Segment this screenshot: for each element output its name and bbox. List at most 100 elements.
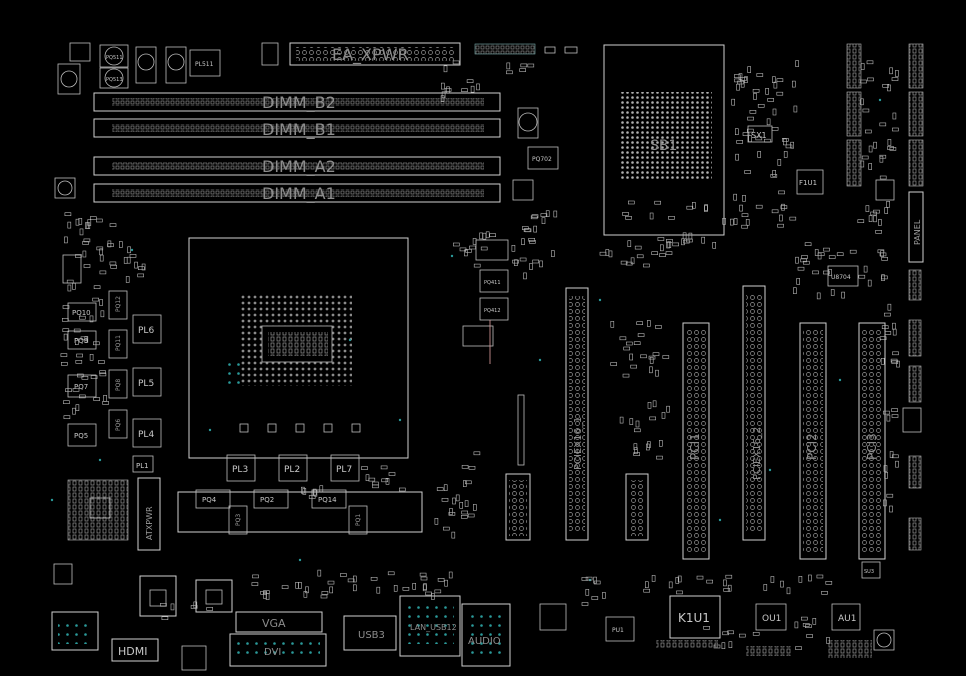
chip-ou1	[755, 603, 787, 631]
passive-part	[643, 588, 651, 593]
passive-part	[530, 215, 538, 220]
passive-part	[738, 73, 743, 80]
passive-part	[686, 205, 694, 210]
passive-part	[436, 487, 444, 491]
passive-part	[733, 193, 738, 201]
passive-part	[866, 60, 874, 65]
passive-part	[881, 325, 889, 330]
passive-part	[75, 254, 82, 258]
passive-part	[521, 226, 529, 230]
passive-part	[110, 264, 117, 269]
passive-part	[889, 505, 893, 513]
inductor-pl6	[132, 314, 162, 344]
svg-text:PQ14: PQ14	[318, 496, 337, 504]
svg-text:K1U1: K1U1	[678, 611, 710, 625]
passive-part	[581, 602, 589, 606]
passive-part	[533, 225, 538, 233]
slot-pci3[interactable]	[858, 322, 886, 560]
passive-part	[828, 255, 836, 259]
passive-part	[441, 497, 449, 502]
svg-text:PCI2: PCI2	[805, 433, 819, 460]
passive-part	[766, 118, 771, 126]
passive-part	[462, 480, 467, 487]
passive-part	[836, 252, 844, 256]
passive-part	[873, 209, 880, 214]
passive-part	[528, 238, 536, 242]
slot-pciex1-1[interactable]	[625, 473, 649, 541]
passive-part	[308, 495, 316, 499]
passive-part	[756, 73, 764, 77]
port-usb3[interactable]	[343, 615, 397, 651]
passive-part	[127, 246, 131, 254]
passive-components	[60, 60, 900, 650]
right-edge-headers: PANEL SU3	[846, 43, 924, 579]
passive-part	[440, 82, 445, 90]
port-vga[interactable]	[235, 611, 323, 633]
passive-part	[472, 504, 477, 511]
passive-part	[82, 241, 89, 245]
passive-part	[736, 83, 740, 91]
passive-part	[849, 249, 857, 254]
left-side-components: ATXPWR	[53, 177, 161, 585]
passive-part	[633, 428, 641, 433]
port-lan-usb[interactable]	[399, 595, 461, 657]
passive-part	[887, 139, 892, 146]
passive-part	[412, 582, 417, 590]
passive-part	[620, 260, 628, 265]
passive-part	[303, 590, 308, 598]
dimm-slot-b1[interactable]	[93, 118, 501, 138]
expansion-slots: PCIEX16_1 PCI1 PCIEX16_2 PCI2 PCI3	[505, 285, 886, 560]
passive-part	[551, 250, 555, 257]
svg-text:U8704: U8704	[831, 274, 851, 281]
svg-text:PCIEX16_1: PCIEX16_1	[573, 417, 584, 470]
slot-pciex16-1[interactable]	[565, 287, 589, 541]
dimm-label-b1: DIMM_B1	[262, 120, 336, 140]
passive-part	[667, 241, 672, 248]
passive-part	[865, 205, 870, 212]
dimm-slot-a2[interactable]	[93, 156, 501, 176]
passive-part	[722, 218, 726, 225]
passive-part	[443, 65, 448, 73]
rear-io: HDMI VGA DVI USB3 LAN_USB12 AUDIO PU1 K1…	[51, 575, 895, 671]
passive-part	[806, 634, 813, 638]
port-audio[interactable]	[461, 603, 511, 667]
passive-part	[190, 605, 198, 609]
passive-part	[773, 81, 778, 89]
passive-part	[772, 76, 776, 83]
passive-part	[99, 248, 103, 256]
slot-pci1[interactable]	[682, 322, 710, 560]
passive-part	[721, 642, 726, 650]
passive-part	[879, 155, 884, 163]
port-hdmi[interactable]	[111, 638, 159, 662]
passive-part	[733, 218, 738, 225]
passive-part	[800, 616, 808, 621]
passive-part	[102, 401, 109, 405]
ea-xpwr-connector[interactable]: EA_XPWR	[261, 42, 578, 66]
passive-part	[742, 132, 750, 136]
passive-part	[882, 84, 890, 88]
passive-part	[593, 580, 601, 585]
svg-text:OU1: OU1	[762, 614, 781, 624]
passive-part	[370, 576, 378, 581]
passive-part	[599, 251, 607, 256]
passive-part	[531, 214, 539, 218]
passive-part	[723, 579, 727, 587]
passive-part	[873, 141, 877, 149]
port-dvi[interactable]	[229, 633, 327, 667]
passive-part	[520, 63, 528, 68]
passive-part	[459, 247, 467, 252]
passive-part	[84, 336, 89, 343]
passive-part	[65, 388, 72, 393]
slot-pciex16-2[interactable]	[742, 285, 766, 541]
passive-part	[883, 465, 888, 472]
dimm-slot-b2[interactable]	[93, 92, 501, 112]
passive-part	[437, 577, 445, 582]
slot-pci2[interactable]	[799, 322, 827, 560]
passive-part	[734, 128, 739, 135]
passive-part	[770, 174, 778, 178]
passive-part	[61, 317, 69, 322]
passive-part	[780, 205, 788, 209]
passive-part	[777, 159, 782, 166]
passive-part	[860, 160, 865, 168]
dimm-slot-a1[interactable]	[93, 183, 501, 203]
